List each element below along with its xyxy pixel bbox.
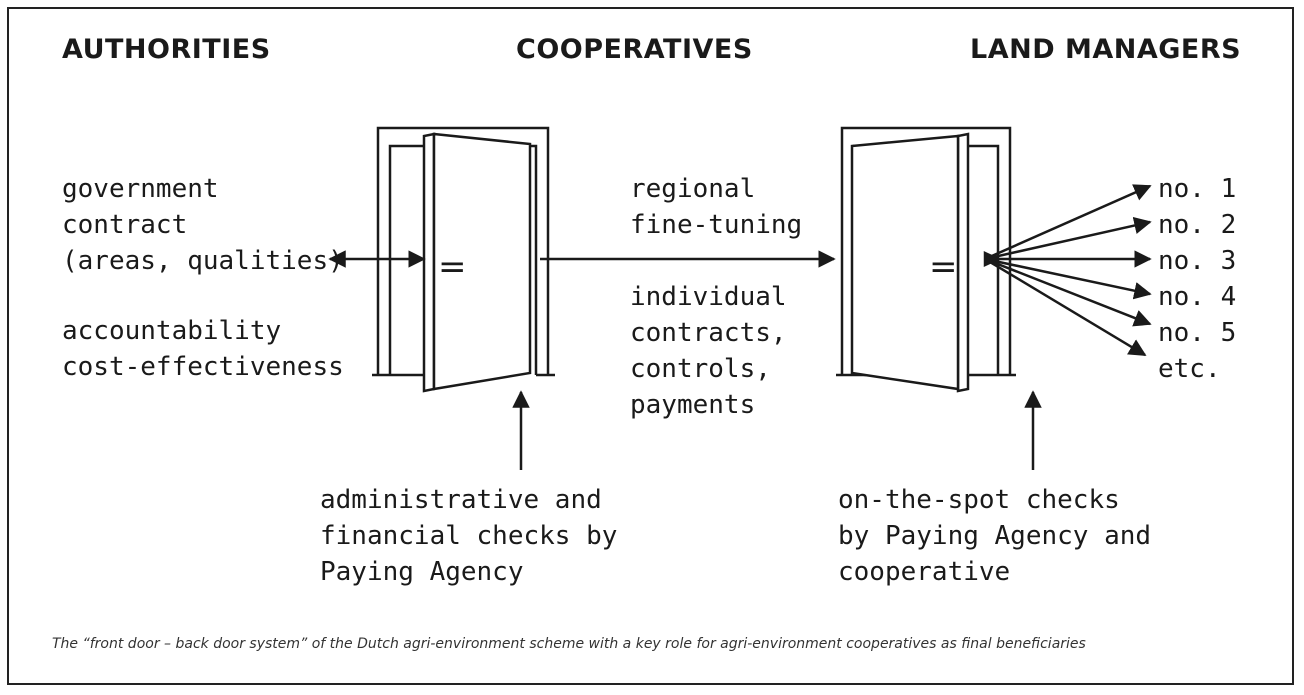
text-line: administrative and xyxy=(320,485,602,515)
front-door-checks-text: administrative and financial checks by P… xyxy=(320,482,617,590)
text-line: controls, xyxy=(630,354,771,384)
text-line: individual xyxy=(630,282,787,312)
government-contract-text: government contract (areas, qualities) xyxy=(62,171,344,279)
header-authorities: AUTHORITIES xyxy=(62,34,271,65)
front-door-symbol: = xyxy=(438,247,467,287)
beneficiary-label: no. 1 xyxy=(1158,174,1237,204)
text-line: government xyxy=(62,174,219,204)
text-line: by Paying Agency and xyxy=(838,521,1152,551)
text-line: financial checks by xyxy=(320,521,618,551)
figure-frame xyxy=(7,7,1294,685)
beneficiary-label: no. 3 xyxy=(1158,246,1237,276)
land-manager-arrows xyxy=(983,184,1152,357)
back-door-icon xyxy=(836,126,1016,393)
beneficiary-label: no. 5 xyxy=(1158,318,1237,348)
text-line: contracts, xyxy=(630,318,787,348)
front-door-icon xyxy=(372,126,555,393)
text-line: regional xyxy=(630,174,756,204)
figure-caption: The “front door – back door system” of t… xyxy=(52,636,1086,652)
text-line: Paying Agency xyxy=(320,557,524,587)
regional-fine-tuning-text: regional fine-tuning xyxy=(630,171,802,243)
header-cooperatives: COOPERATIVES xyxy=(516,34,753,65)
header-land-managers: LAND MANAGERS xyxy=(970,34,1242,65)
back-door-symbol: = xyxy=(929,247,958,287)
beneficiary-label: no. 2 xyxy=(1158,210,1237,240)
individual-contracts-text: individual contracts, controls, payments xyxy=(630,279,787,423)
text-line: accountability xyxy=(62,316,282,346)
beneficiary-label: no. 4 xyxy=(1158,282,1237,312)
text-line: payments xyxy=(630,390,756,420)
text-line: fine-tuning xyxy=(630,210,803,240)
land-managers-list: no. 1 no. 2 no. 3 no. 4 no. 5 etc. xyxy=(1158,171,1236,387)
text-line: cooperative xyxy=(838,557,1011,587)
accountability-text: accountability cost-effectiveness xyxy=(62,313,344,385)
text-line: contract xyxy=(62,210,188,240)
text-line: cost-effectiveness xyxy=(62,352,344,382)
text-line: (areas, qualities) xyxy=(62,246,344,276)
beneficiary-label: etc. xyxy=(1158,354,1221,384)
text-line: on-the-spot checks xyxy=(838,485,1120,515)
back-door-checks-text: on-the-spot checks by Paying Agency and … xyxy=(838,482,1151,590)
